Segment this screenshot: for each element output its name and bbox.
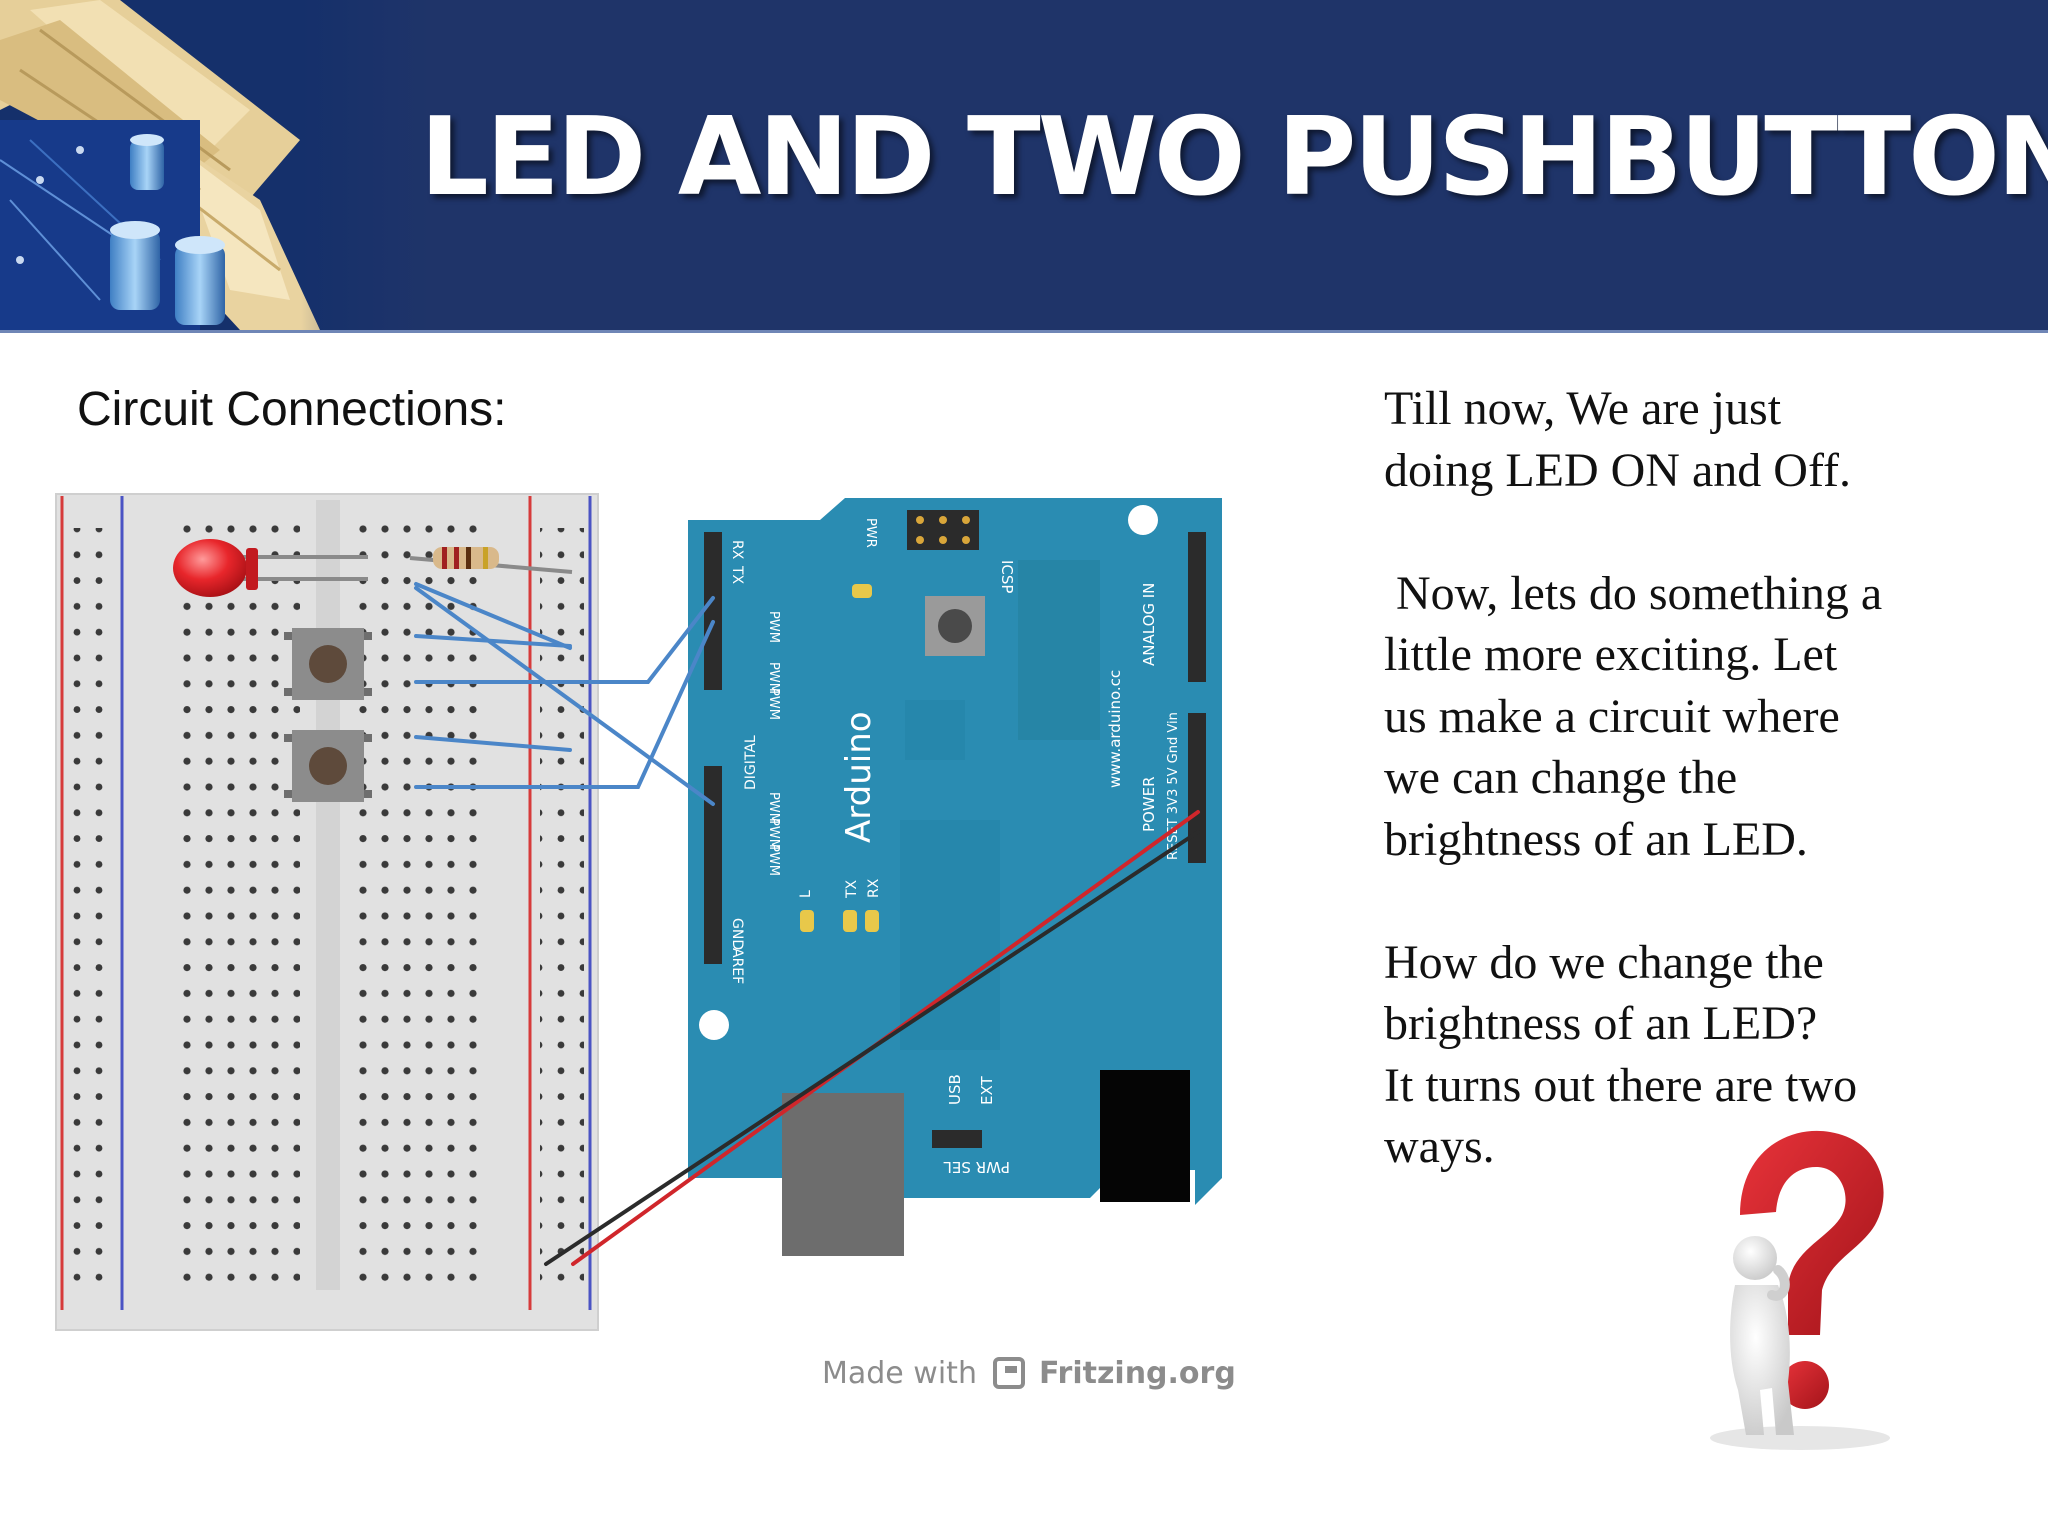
breadboard bbox=[55, 493, 599, 1331]
digital-header-high bbox=[704, 532, 722, 690]
circuit-board-photo bbox=[0, 0, 430, 330]
digital-label: DIGITAL bbox=[743, 735, 759, 790]
mounting-hole bbox=[699, 1010, 729, 1040]
credit-site: Fritzing.org bbox=[1038, 1355, 1236, 1391]
power-pins-label: RESET 3V3 5V Gnd Vin bbox=[1166, 712, 1181, 860]
terminal-holes-left bbox=[172, 515, 300, 1295]
pwm-label: PWM bbox=[766, 818, 781, 850]
pwm-label: PWM bbox=[766, 662, 781, 694]
tx-pin-label: TX bbox=[729, 565, 745, 585]
rail-holes bbox=[540, 528, 584, 1298]
jumper-wire bbox=[414, 735, 572, 752]
pwr-sel-jumper bbox=[932, 1130, 982, 1148]
power-jack bbox=[1100, 1070, 1190, 1202]
red-led bbox=[173, 539, 368, 597]
pushbutton-1 bbox=[284, 628, 372, 700]
ext-label: EXT bbox=[978, 1076, 996, 1105]
header-divider bbox=[0, 330, 2048, 333]
button2-signal-wire bbox=[414, 620, 715, 789]
mounting-hole bbox=[1128, 505, 1158, 535]
gnd-label: GND bbox=[729, 918, 745, 950]
fritzing-logo-icon bbox=[992, 1357, 1025, 1389]
jumper-wires bbox=[414, 582, 1200, 1266]
center-channel bbox=[316, 500, 340, 1290]
slide-title: LED AND TWO PUSHBUTTONS bbox=[420, 95, 2048, 220]
board-name: Arduino bbox=[839, 711, 879, 843]
led-signal-wire bbox=[414, 586, 715, 806]
analog-header bbox=[1188, 532, 1206, 682]
credit-prefix: Made with bbox=[822, 1355, 977, 1391]
rx-led bbox=[865, 910, 879, 932]
jumper-wire bbox=[414, 634, 572, 648]
aref-label: AREF bbox=[729, 948, 745, 984]
thinking-person-question-mark-icon bbox=[1710, 1130, 1890, 1450]
paragraph: How do we change the brightness of an LE… bbox=[1384, 935, 1858, 1174]
circuit-diagram: Arduino www.arduino.cc ICSP PWR DIGITAL … bbox=[55, 493, 1222, 1331]
usb-connector bbox=[782, 1093, 904, 1256]
l-led-label: L bbox=[798, 890, 814, 898]
arduino-board: Arduino www.arduino.cc ICSP PWR DIGITAL … bbox=[688, 498, 1222, 1256]
led-wire bbox=[414, 582, 572, 650]
board-url: www.arduino.cc bbox=[1106, 670, 1124, 788]
gnd-wire bbox=[544, 830, 1200, 1266]
rx-pin-label: RX bbox=[729, 540, 745, 560]
digital-header-low bbox=[704, 766, 722, 964]
pwm-label: PWM bbox=[766, 688, 781, 720]
rail-holes bbox=[70, 528, 114, 1298]
paragraph: Now, lets do something a little more exc… bbox=[1384, 566, 1883, 866]
pwr-led bbox=[852, 584, 872, 598]
section-heading: Circuit Connections: bbox=[77, 383, 507, 436]
pwr-sel-label: PWR SEL bbox=[943, 1158, 1010, 1176]
terminal-holes-right bbox=[350, 515, 478, 1295]
tx-led bbox=[843, 910, 857, 932]
power-header bbox=[1188, 713, 1206, 863]
pwr-label: PWR bbox=[863, 518, 878, 548]
fritzing-credit: Made with Fritzing.org bbox=[822, 1348, 1236, 1398]
button1-signal-wire bbox=[414, 596, 715, 684]
tx-led-label: TX bbox=[844, 879, 860, 899]
pwm-label: PWM bbox=[766, 792, 781, 824]
analog-in-label: ANALOG IN bbox=[1140, 583, 1158, 666]
slide-header: LED AND TWO PUSHBUTTONS bbox=[0, 0, 2048, 330]
icsp-label: ICSP bbox=[998, 560, 1016, 593]
resistor bbox=[409, 547, 573, 574]
body-text: Till now, We are just doing LED ON and O… bbox=[1384, 378, 2024, 1178]
usb-label: USB bbox=[946, 1074, 964, 1105]
rx-led-label: RX bbox=[866, 878, 882, 898]
pwm-label: PWM bbox=[766, 844, 781, 876]
pwm-label: PWM bbox=[766, 611, 781, 643]
paragraph: Till now, We are just doing LED ON and O… bbox=[1384, 382, 1852, 497]
l-led bbox=[800, 910, 814, 932]
pushbutton-2 bbox=[284, 730, 372, 802]
power-label: POWER bbox=[1140, 776, 1158, 832]
